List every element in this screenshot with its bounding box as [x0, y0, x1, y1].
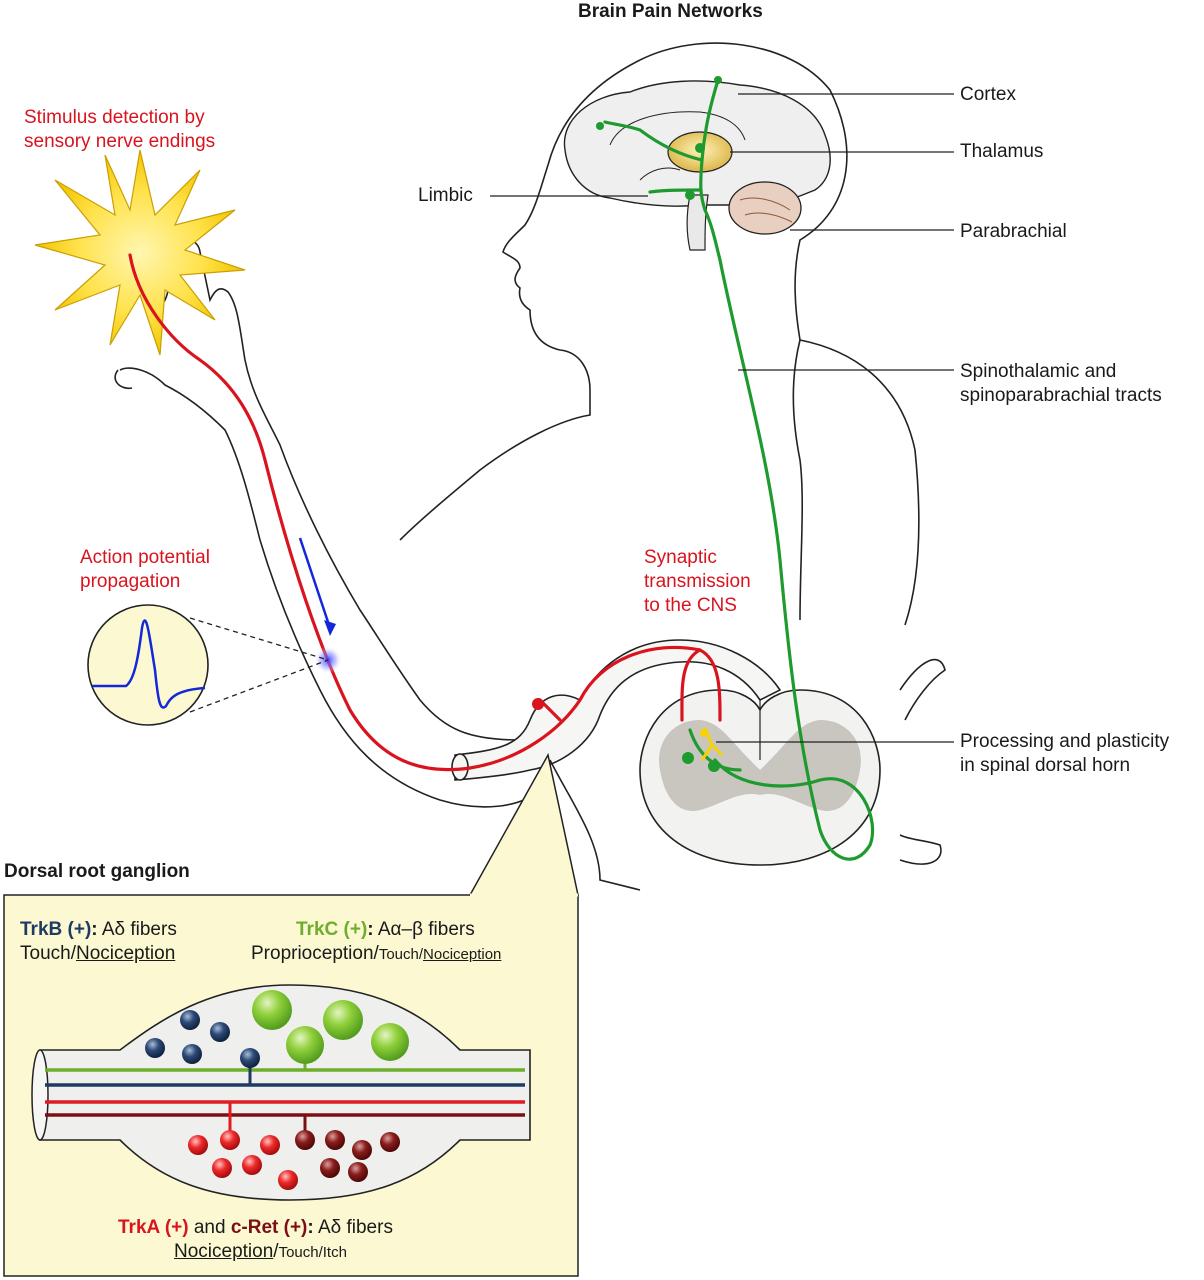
trka-and: and: [188, 1217, 231, 1238]
drg-heading: Dorsal root ganglion: [4, 861, 190, 882]
trkb-fibers: Aδ fibers: [97, 919, 177, 940]
trkb-name: TrkB (+): [20, 919, 92, 940]
spinal-cord: [639, 689, 881, 866]
cret-name: c-Ret (+): [230, 1217, 308, 1238]
label-tracts-line2: spinoparabrachial tracts: [960, 385, 1162, 406]
trka-modalities: Nociception/Touch/Itch: [174, 1240, 347, 1265]
label-dorsal-horn-line1: Processing and plasticity: [960, 731, 1170, 752]
step-stimulus-line1: Stimulus detection by: [24, 107, 205, 128]
spinal-loops: [549, 658, 946, 891]
trkb-colon: :: [91, 919, 98, 940]
trkc-neurons: [252, 990, 409, 1070]
trka-fibers: Aδ fibers: [313, 1217, 393, 1238]
stimulus-star: [34, 149, 246, 356]
trka-mod-nociception: Nociception: [174, 1241, 274, 1262]
trkc-line: TrkC (+): Aα–β fibers: [296, 918, 475, 942]
propagation-arrow: [298, 537, 332, 629]
drg-soma: [532, 698, 544, 710]
action-potential-inset: [87, 604, 209, 726]
step-action-line2: propagation: [80, 571, 181, 592]
step-synaptic-line1: Synaptic: [644, 547, 717, 568]
leader-lines: [490, 93, 954, 743]
trka-mod-itch: Itch: [322, 1244, 347, 1261]
trkc-mod-sep2: /: [418, 946, 424, 963]
trkb-modalities: Touch/Nociception: [20, 942, 175, 966]
trkb-neurons: [145, 1010, 260, 1085]
step-synaptic-line3: to the CNS: [644, 595, 737, 616]
trkc-mod-sep1: /: [373, 943, 379, 964]
label-thalamus: Thalamus: [960, 141, 1044, 162]
trkb-mod-sep: /: [70, 943, 76, 964]
trka-name: TrkA (+): [118, 1217, 189, 1238]
trkb-mod-touch: Touch: [20, 943, 71, 964]
trkc-mod-touch: Touch: [378, 946, 419, 963]
label-cortex: Cortex: [960, 84, 1016, 105]
nociceptor-fiber: [128, 253, 722, 772]
diagram-title: Brain Pain Networks: [578, 1, 763, 22]
label-tracts-line1: Spinothalamic and: [960, 361, 1117, 382]
label-limbic: Limbic: [418, 185, 473, 206]
tract-terminals: [596, 76, 722, 772]
trkb-mod-nociception: Nociception: [75, 943, 176, 964]
cerebellum: [728, 181, 802, 235]
trka-mod-touch: Touch: [278, 1244, 319, 1261]
trkc-mod-nociception: Nociception: [423, 946, 502, 963]
trka-neurons: [188, 1102, 298, 1190]
spinothalamic-tract: [603, 78, 875, 861]
step-synaptic-line2: transmission: [644, 571, 751, 592]
label-dorsal-horn-line2: in spinal dorsal horn: [960, 755, 1131, 776]
trkc-fibers: Aα–β fibers: [373, 919, 475, 940]
label-parabrachial: Parabrachial: [960, 221, 1067, 242]
trkb-line: TrkB (+): Aδ fibers: [20, 918, 177, 942]
step-action-line1: Action potential: [80, 547, 210, 568]
body-outline: [399, 42, 920, 626]
cret-neurons: [295, 1115, 400, 1182]
trka-cret-line: TrkA (+) and c-Ret (+): Aδ fibers: [118, 1216, 393, 1240]
trka-mod-sep1: /: [273, 1241, 279, 1262]
trkc-mod-proprioception: Proprioception: [251, 943, 374, 964]
step-stimulus-line2: sensory nerve endings: [24, 131, 216, 152]
trkc-colon: :: [367, 919, 374, 940]
trkc-name: TrkC (+): [296, 919, 368, 940]
arm-outline: [114, 227, 541, 808]
trka-mod-sep2: /: [318, 1244, 323, 1261]
trkc-modalities: Proprioception/Touch/Nociception: [251, 942, 501, 967]
cret-colon: :: [307, 1217, 314, 1238]
nerve-root: [451, 639, 782, 781]
brain: [563, 80, 831, 251]
